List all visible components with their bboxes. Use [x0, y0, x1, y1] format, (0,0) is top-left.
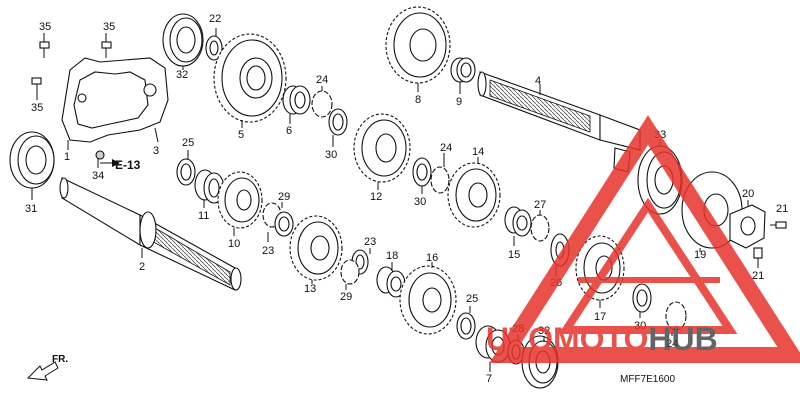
bushing-15	[504, 206, 532, 246]
section-ref-e13: E-13	[100, 158, 141, 172]
callout-29-left: 29	[278, 191, 290, 203]
gear-16	[399, 262, 457, 335]
lockwasher-27	[530, 210, 550, 242]
callout-7: 7	[486, 373, 492, 385]
watermark-logo: UTOMOTOHUB	[486, 115, 800, 363]
countershaft-4	[477, 71, 641, 173]
circlip-24-mid	[430, 153, 450, 194]
watermark-triangle-icon	[489, 115, 800, 363]
callout-21-b: 21	[752, 270, 764, 282]
callout-1: 1	[64, 151, 70, 163]
callout-31: 31	[25, 203, 37, 215]
callout-4: 4	[535, 75, 541, 87]
callout-15: 15	[508, 249, 520, 261]
gear-5	[213, 33, 287, 128]
bolt-21-b	[753, 247, 763, 268]
callout-23-mid: 23	[364, 236, 376, 248]
callout-24-top: 24	[316, 74, 328, 86]
gear-13	[289, 215, 343, 284]
callout-25-left: 25	[182, 137, 194, 149]
bushing-11	[194, 169, 225, 208]
front-direction-indicator: FR.	[26, 354, 68, 381]
callout-2: 2	[139, 261, 145, 273]
callout-27: 27	[534, 199, 546, 211]
gear-14	[447, 157, 501, 228]
callout-35-c: 35	[31, 102, 43, 114]
washer-30-mid	[412, 157, 432, 194]
callout-5: 5	[238, 129, 244, 141]
callout-30-mid: 30	[414, 196, 426, 208]
bearing-31	[9, 131, 55, 200]
bolt-35-b	[101, 33, 112, 58]
washer-25-lower	[456, 306, 476, 340]
circlip-24-top	[311, 86, 333, 118]
callout-21-a: 21	[776, 203, 788, 215]
circlip-29-mid	[340, 259, 360, 290]
gear-8	[385, 6, 451, 92]
watermark-text-main: UTOMOTOHUB	[486, 321, 718, 357]
callout-9: 9	[456, 96, 462, 108]
bolt-35-a	[39, 33, 50, 58]
callout-6: 6	[286, 125, 292, 137]
watermark-text-part2: HUB	[648, 321, 717, 357]
washer-22	[205, 28, 223, 61]
callout-20: 20	[742, 188, 754, 200]
callout-14: 14	[472, 146, 484, 158]
callout-30-top: 30	[325, 149, 337, 161]
bolt-35-c	[31, 77, 42, 100]
washer-25-left	[176, 150, 196, 186]
washer-23-left	[267, 211, 294, 242]
callout-32-lower: 32	[538, 325, 550, 337]
callout-8: 8	[415, 94, 421, 106]
callout-12: 12	[370, 191, 382, 203]
callout-22: 22	[209, 13, 221, 25]
callout-34: 34	[92, 170, 104, 182]
front-arrow-icon	[26, 361, 59, 381]
callout-3: 3	[153, 145, 159, 157]
pin-34	[95, 150, 105, 168]
callout-18: 18	[386, 250, 398, 262]
bolt-21-a	[770, 221, 787, 229]
callout-13: 13	[304, 283, 316, 295]
callout-19: 19	[694, 249, 706, 261]
callout-29-mid: 29	[340, 291, 352, 303]
bushing-6	[282, 85, 311, 124]
callout-35-b: 35	[103, 21, 115, 33]
callout-32-top: 32	[176, 69, 188, 81]
washer-30-lower	[632, 283, 652, 318]
callout-11: 11	[198, 210, 209, 222]
gear-10	[217, 171, 263, 236]
section-ref-label: E-13	[115, 158, 141, 172]
diagram-reference-code: MFF7E1600	[620, 374, 675, 385]
bearing-32-top	[162, 13, 204, 70]
callout-16: 16	[426, 252, 438, 264]
gear-12	[353, 113, 411, 190]
front-label: FR.	[52, 354, 68, 365]
plate-20	[729, 200, 766, 249]
stopper-plate	[61, 57, 169, 150]
watermark-text-part1: UTOMOTO	[486, 321, 648, 357]
callout-10: 10	[228, 238, 240, 250]
bushing-9	[450, 57, 476, 94]
callout-35-a: 35	[39, 21, 51, 33]
callout-24-mid: 24	[440, 142, 452, 154]
callout-17: 17	[594, 311, 606, 323]
callout-23-left: 23	[262, 245, 274, 257]
bushing-18	[376, 262, 406, 298]
callout-25-lower: 25	[466, 293, 478, 305]
mainshaft-2	[59, 177, 242, 291]
washer-30-top	[328, 108, 348, 147]
